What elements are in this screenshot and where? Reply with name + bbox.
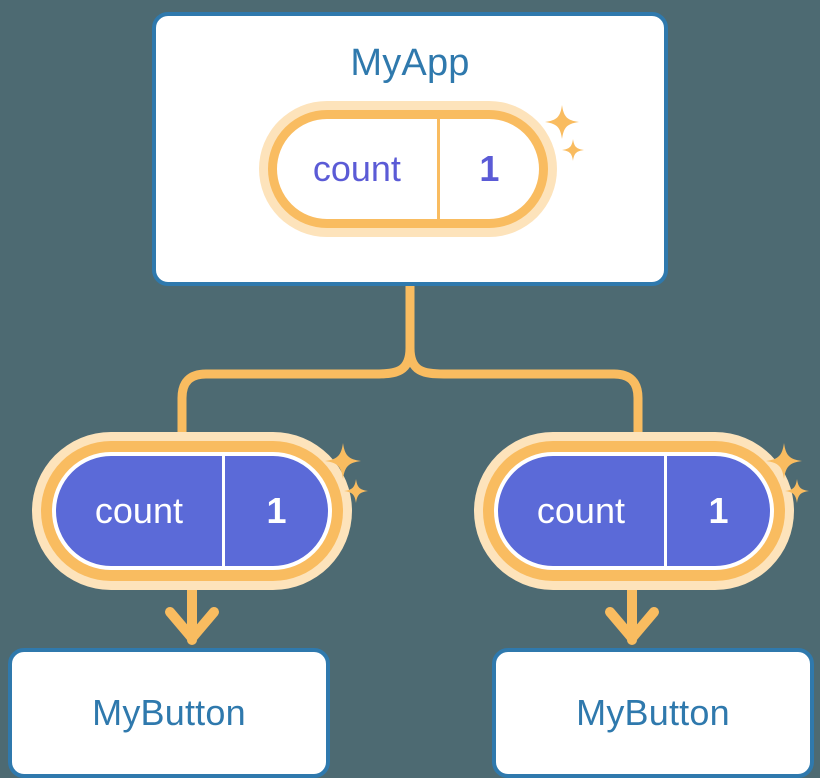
page-title: MyApp — [350, 42, 470, 84]
state-value-label: 1 — [221, 456, 328, 566]
component-box-mybutton-left[interactable]: MyButton — [8, 648, 330, 778]
state-pill-mybutton-left[interactable]: count 1 — [52, 452, 332, 570]
state-pill-mybutton-right[interactable]: count 1 — [494, 452, 774, 570]
sparkle-small-icon — [344, 479, 368, 503]
state-value-label: 1 — [663, 456, 770, 566]
state-value-label: 1 — [436, 119, 539, 219]
wire-to-right-child — [405, 343, 643, 457]
wire-to-left-child — [177, 343, 415, 457]
state-key-label: count — [94, 490, 183, 531]
state-pill-myapp[interactable]: count 1 — [268, 110, 548, 228]
sparkle-icon — [766, 443, 802, 479]
state-key-label: count — [312, 148, 401, 189]
arrow-head-left — [165, 607, 219, 643]
sparkle-small-icon — [785, 479, 809, 503]
component-label: MyButton — [576, 692, 730, 733]
component-box-mybutton-right[interactable]: MyButton — [492, 648, 814, 778]
state-key-label: count — [536, 490, 625, 531]
sparkle-icon — [325, 443, 361, 479]
arrow-head-right — [605, 607, 659, 643]
component-label: MyButton — [92, 692, 246, 733]
